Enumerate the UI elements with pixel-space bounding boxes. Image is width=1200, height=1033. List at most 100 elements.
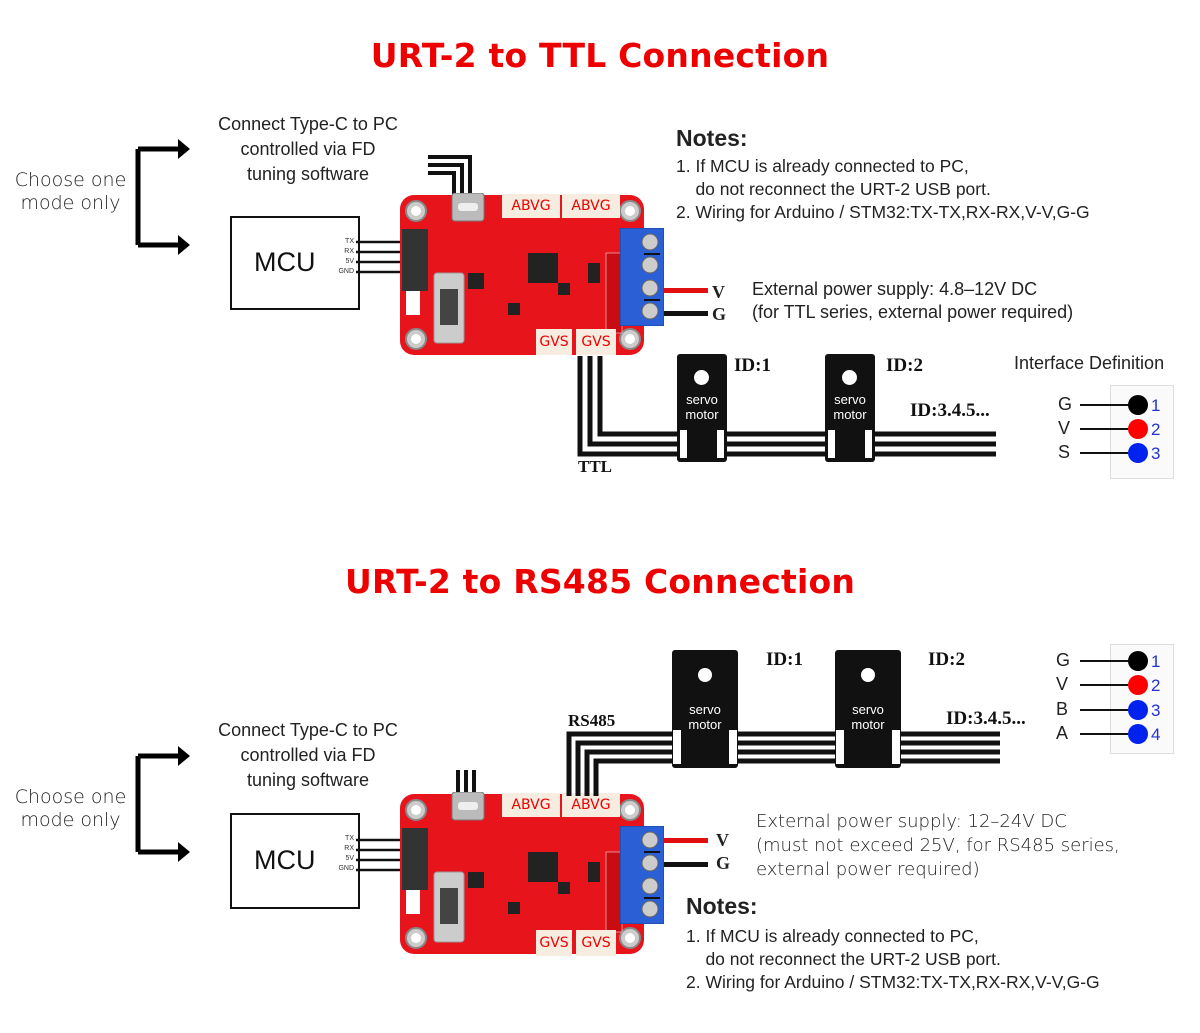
servo-label-line: motor: [685, 407, 719, 422]
power-label-v: V: [716, 830, 729, 850]
note-line: 1. If MCU is already connected to PC,: [676, 156, 969, 176]
power-label-g: G: [716, 853, 731, 873]
power-supply-text: External power supply: 12–24V DC (must n…: [756, 810, 1120, 882]
servo-id-label: ID:1: [734, 355, 771, 376]
connector-gvs: GVS: [576, 930, 616, 956]
pin-letter: V: [1058, 418, 1071, 438]
mcu-pin-label: GND: [338, 268, 354, 275]
board-graphic: [400, 193, 644, 355]
choose-bracket-arrows-icon: [135, 139, 190, 255]
power-line: External power supply: 4.8–12V DC: [752, 279, 1038, 299]
bus-label: RS485: [568, 711, 616, 730]
power-label-v: V: [712, 282, 725, 302]
mcu-pin-label: RX: [344, 845, 354, 852]
pin-number: 3: [1151, 701, 1161, 720]
servo-motor: servo motor: [677, 354, 727, 462]
choose-mode-line: mode only: [20, 809, 121, 831]
choose-mode-line: mode only: [20, 192, 121, 214]
power-label-g: G: [712, 304, 727, 324]
pin-letter: S: [1058, 442, 1071, 462]
mcu-label: MCU: [254, 845, 316, 875]
pin-dot-blue: [1128, 724, 1148, 744]
choose-bracket-arrows-icon: [135, 746, 190, 862]
connector-abvg: ABVG: [502, 793, 560, 817]
pin-number: 1: [1151, 396, 1161, 415]
connector-gvs: GVS: [576, 329, 616, 355]
power-line: External power supply: 12–24V DC: [756, 811, 1067, 832]
servo-motor: servo motor: [825, 354, 875, 462]
power-wire-v: [664, 838, 708, 843]
pin-line: [1080, 684, 1128, 686]
interface-title: Interface Definition: [1014, 353, 1165, 373]
servo-horn-icon: [861, 668, 875, 682]
pin-dot-red: [1128, 675, 1148, 695]
pin-number: 2: [1151, 420, 1161, 439]
mcu-pin-label: TX: [345, 835, 354, 842]
servo-label: servo motor: [677, 392, 727, 422]
pin-dot-blue: [1128, 443, 1148, 463]
rs485-bus-cable: [566, 731, 1000, 796]
pin-line: [1080, 733, 1128, 735]
servo-port: [892, 730, 900, 764]
notes-heading: Notes:: [676, 125, 748, 151]
power-wire-g: [664, 862, 708, 867]
servo-label-line: servo: [689, 702, 721, 717]
mcu-label: MCU: [254, 247, 316, 277]
typec-line: tuning software: [246, 770, 370, 790]
connector-gvs: GVS: [536, 329, 572, 355]
pin-letter: V: [1056, 674, 1069, 694]
urt2-board: ABVG ABVG GVS GVS: [398, 193, 646, 357]
servo-motor: servo motor: [835, 650, 901, 768]
pin-dot-black: [1128, 651, 1148, 671]
servo-id-label: ID:2: [886, 355, 923, 376]
servo-horn-icon: [698, 668, 712, 682]
more-ids-label: ID:3.4.5...: [946, 708, 1026, 729]
power-supply-text: External power supply: 4.8–12V DC (for T…: [752, 278, 1073, 324]
servo-label-line: motor: [688, 717, 722, 732]
mcu-wires: [356, 838, 406, 872]
pin-letter: G: [1056, 650, 1071, 670]
note-line: 2. Wiring for Arduino / STM32:TX-TX,RX-R…: [686, 972, 1100, 992]
servo-label-line: motor: [833, 407, 867, 422]
mcu-box: MCU TX RX 5V GND: [230, 813, 360, 909]
choose-mode-text: Choose one mode only: [8, 169, 133, 215]
terminal-block: [620, 228, 664, 326]
servo-horn-icon: [694, 370, 709, 385]
typec-line: controlled via FD: [240, 745, 376, 765]
terminal-block: [620, 826, 664, 924]
servo-port: [717, 430, 724, 458]
pin-line: [1080, 452, 1128, 454]
servo-label-line: motor: [851, 717, 885, 732]
mcu-pin-label: 5V: [345, 855, 354, 862]
mcu-pin-label: 5V: [345, 258, 354, 265]
section-title: URT-2 to TTL Connection: [370, 36, 830, 75]
typec-line: tuning software: [246, 164, 370, 184]
pin-letter: G: [1058, 394, 1073, 414]
power-line: (must not exceed 25V, for RS485 series,: [756, 835, 1120, 856]
mcu-pin-label: TX: [345, 238, 354, 245]
board-graphic: [400, 792, 644, 954]
power-line: (for TTL series, external power required…: [752, 302, 1074, 322]
pin-number: 2: [1151, 676, 1161, 695]
servo-label-line: servo: [686, 392, 718, 407]
power-wire-g: [664, 311, 708, 316]
pin-line: [1080, 709, 1128, 711]
bus-label: TTL: [578, 457, 613, 476]
servo-label-line: servo: [852, 702, 884, 717]
note-line: 1. If MCU is already connected to PC,: [686, 926, 979, 946]
servo-id-label: ID:1: [766, 649, 803, 670]
note-line: do not reconnect the URT-2 USB port.: [676, 179, 991, 199]
mcu-pin-label: RX: [344, 248, 354, 255]
servo-port: [865, 430, 872, 458]
servo-port: [680, 430, 687, 458]
connector-gvs: GVS: [536, 930, 572, 956]
urt2-board: ABVG ABVG GVS GVS: [398, 792, 646, 956]
servo-motor: servo motor: [672, 650, 738, 768]
servo-label: servo motor: [835, 702, 901, 732]
servo-label: servo motor: [672, 702, 738, 732]
pin-dot-red: [1128, 419, 1148, 439]
note-line: 2. Wiring for Arduino / STM32:TX-TX,RX-R…: [676, 202, 1090, 222]
typec-line: Connect Type-C to PC: [218, 720, 398, 740]
servo-port: [828, 430, 835, 458]
usb-cable: [456, 770, 476, 795]
